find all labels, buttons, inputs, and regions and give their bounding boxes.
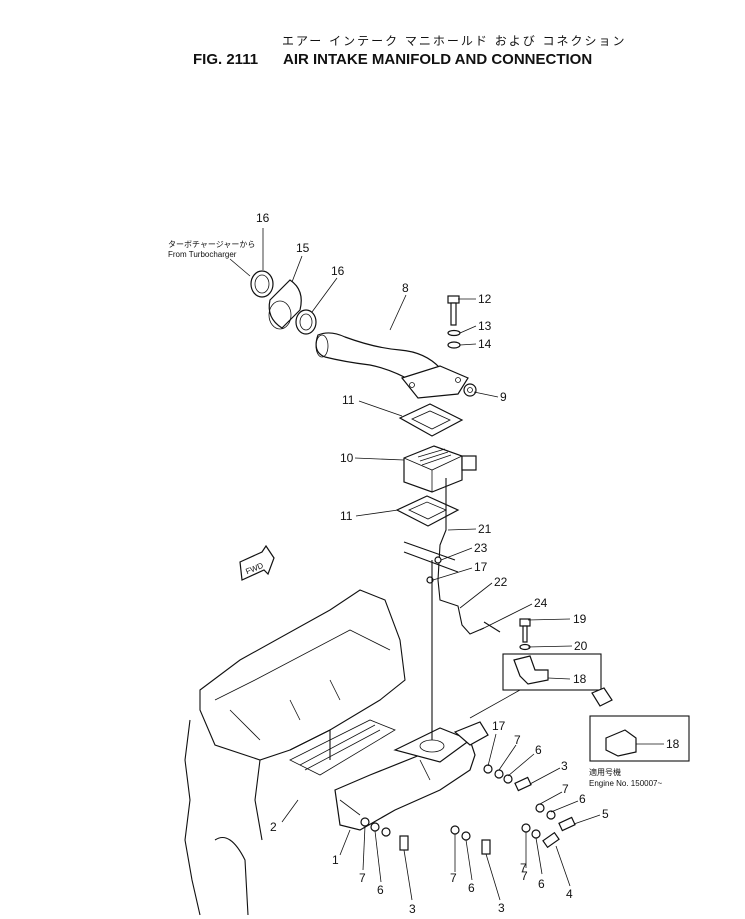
callout-4: 4 (566, 887, 573, 901)
bracket-18-main (513, 655, 549, 685)
serial-jp-note: 適用号機 (589, 767, 621, 777)
bracket-detail-box (502, 653, 602, 691)
callout-3-a: 3 (561, 759, 568, 773)
callout-6-b: 6 (579, 792, 586, 806)
callout-8: 8 (402, 281, 409, 295)
callout-19: 19 (573, 612, 587, 626)
inset-detail-box (589, 715, 690, 762)
from-turbo-leader (229, 258, 251, 277)
callout-7-a: 7 (514, 733, 521, 747)
heater-wire (437, 478, 485, 635)
leader-lines (262, 228, 664, 901)
serial-note: Engine No. 150007~ (589, 779, 663, 788)
callout-16-lower: 16 (331, 264, 345, 278)
callout-7-f: 7 (520, 861, 527, 875)
callout-7-c: 7 (521, 869, 528, 883)
bolt-19 (519, 618, 531, 643)
callout-11-upper: 11 (342, 393, 355, 407)
callout-2: 2 (270, 820, 277, 834)
callout-12: 12 (478, 292, 492, 306)
callout-9: 9 (500, 390, 507, 404)
callout-23: 23 (474, 541, 488, 555)
callout-3-c: 3 (498, 901, 505, 915)
washer-14 (447, 341, 461, 349)
bracket-link-line (469, 689, 521, 719)
from-turbo-note: From Turbocharger (168, 250, 237, 259)
callout-13: 13 (478, 319, 492, 333)
hose-clamp-right (295, 309, 317, 335)
bracket-18-variant (605, 729, 637, 757)
clip-23 (434, 556, 442, 564)
callout-6-a: 6 (535, 743, 542, 757)
callout-14: 14 (478, 337, 492, 351)
callout-17-upper: 17 (474, 560, 488, 574)
callout-6-c: 6 (538, 877, 545, 891)
gasket-lower (395, 495, 460, 527)
intake-manifold (334, 560, 489, 831)
hose-sleeve (268, 279, 302, 330)
washer-13 (447, 329, 461, 337)
callout-16-upper: 16 (256, 211, 270, 225)
bolt-12 (447, 295, 460, 326)
inset-arrow-icon (591, 687, 613, 707)
heater-block (403, 445, 477, 493)
callout-15: 15 (296, 241, 310, 255)
callout-18-main: 18 (573, 672, 587, 686)
callout-10: 10 (340, 451, 354, 465)
callout-22: 22 (494, 575, 508, 589)
callout-3-b: 3 (409, 902, 416, 916)
figure-title: AIR INTAKE MANIFOLD AND CONNECTION (283, 51, 592, 68)
callout-1: 1 (332, 853, 339, 867)
from-turbo-jp-note: ターボチャージャーから (168, 240, 255, 249)
callout-numbers: 16 15 16 8 12 13 14 9 11 10 11 21 23 17 … (256, 211, 680, 916)
callout-11-lower: 11 (340, 509, 353, 523)
callout-5: 5 (602, 807, 609, 821)
title-japanese: エアー インテーク マニホールド および コネクション (282, 34, 627, 48)
nut-9 (463, 383, 477, 397)
hose-clamp-left (250, 270, 274, 298)
callout-17-lower: 17 (492, 719, 506, 733)
callout-7-b: 7 (562, 782, 569, 796)
callout-21: 21 (478, 522, 492, 536)
callout-7-d: 7 (359, 871, 366, 885)
engine-block (184, 589, 406, 916)
figure-number: FIG. 2111 (193, 51, 258, 68)
callout-18-inset: 18 (666, 737, 680, 751)
callout-24: 24 (534, 596, 548, 610)
forward-arrow-icon: FWD (239, 544, 275, 581)
tube-end-24 (483, 621, 501, 633)
connector-pipe (315, 332, 469, 399)
callout-6-d: 6 (377, 883, 384, 897)
callout-6-e: 6 (468, 881, 475, 895)
gasket-upper (398, 403, 464, 437)
callout-20: 20 (574, 639, 588, 653)
callout-7-e: 7 (450, 871, 457, 885)
tube-lines (403, 541, 459, 573)
